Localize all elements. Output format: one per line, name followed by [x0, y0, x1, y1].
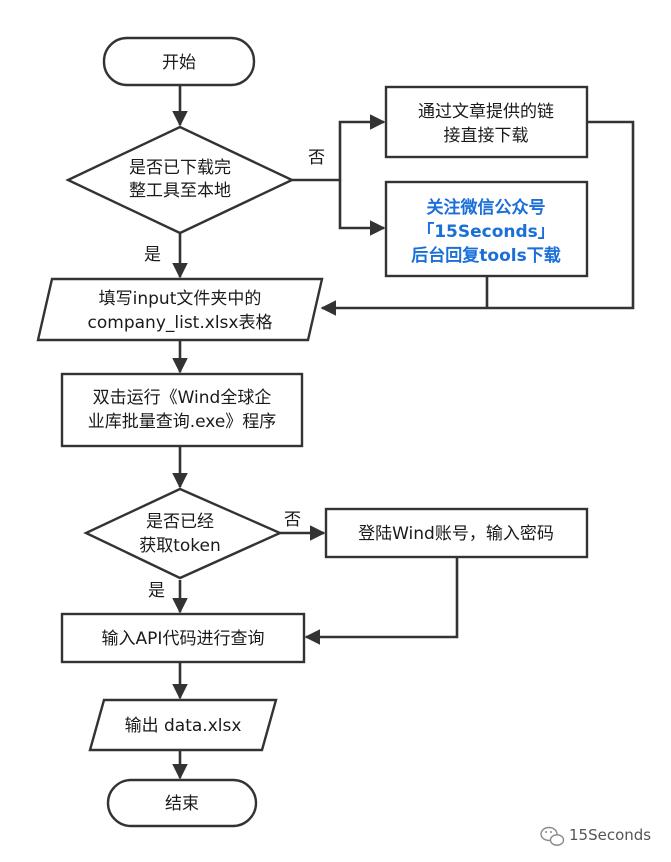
start-node: 开始	[102, 36, 256, 87]
download-link-line-2: 接直接下载	[444, 126, 529, 146]
login-label: 登陆Wind账号，输入密码	[358, 524, 554, 544]
end-node: 结束	[106, 778, 258, 828]
follow-wechat-line-1: 关注微信公众号	[427, 197, 546, 218]
download-link-node: 通过文章提供的链 接直接下载	[384, 85, 589, 159]
edge-label-token-yes: 是	[148, 581, 165, 601]
end-label: 结束	[165, 794, 199, 814]
connectors	[172, 85, 635, 780]
watermark-text: 15Seconds	[569, 826, 651, 844]
edge-check-to-link	[292, 114, 386, 182]
decision-token-line-1: 是否已经	[146, 512, 214, 532]
edge-label-downloaded-no: 否	[308, 148, 325, 168]
download-link-line-1: 通过文章提供的链	[418, 102, 554, 122]
edge-label-downloaded-yes: 是	[144, 245, 161, 265]
decision-downloaded: 是否已下载完 整工具至本地	[65, 125, 295, 235]
edge-login-to-api	[304, 557, 459, 645]
run-program-node: 双击运行《Wind全球企 业库批量查询.exe》程序	[60, 372, 304, 448]
edge-label-token-no: 否	[284, 510, 301, 530]
follow-wechat-line-2: 「15Seconds」	[417, 221, 555, 242]
start-label: 开始	[162, 53, 196, 73]
follow-wechat-node: 关注微信公众号 「15Seconds」 后台回复tools下载	[384, 180, 589, 278]
edge-link-to-fill	[320, 120, 635, 316]
fill-input-line-2: company_list.xlsx表格	[88, 313, 273, 333]
decision-token: 是否已经 获取token	[83, 487, 283, 580]
fill-input-line-1: 填写input文件夹中的	[99, 289, 262, 309]
output-label: 输出 data.xlsx	[125, 716, 242, 736]
run-program-line-2: 业库批量查询.exe》程序	[88, 412, 277, 432]
decision-downloaded-line-2: 整工具至本地	[129, 181, 231, 201]
follow-wechat-line-3: 后台回复tools下载	[411, 245, 560, 266]
fill-input-node: 填写input文件夹中的 company_list.xlsx表格	[36, 277, 324, 342]
input-api-label: 输入API代码进行查询	[102, 629, 265, 649]
input-api-node: 输入API代码进行查询	[60, 612, 306, 664]
login-node: 登陆Wind账号，输入密码	[324, 507, 589, 559]
run-program-line-1: 双击运行《Wind全球企	[93, 388, 272, 408]
wechat-icon	[540, 826, 565, 846]
watermark: 15Seconds	[540, 826, 651, 846]
edge-check-to-wechat	[338, 180, 386, 236]
output-node: 输出 data.xlsx	[88, 698, 278, 752]
decision-downloaded-line-1: 是否已下载完	[129, 158, 231, 178]
decision-token-line-2: 获取token	[139, 536, 221, 556]
